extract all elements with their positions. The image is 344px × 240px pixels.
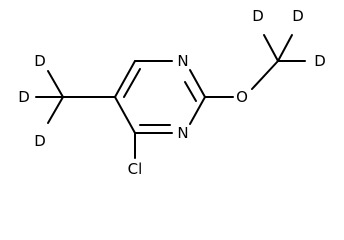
bond-n1-c2 xyxy=(189,69,206,98)
ring-bonds xyxy=(114,60,206,134)
atom-d-methyl-left: D xyxy=(18,88,30,106)
bond-c4-c5 xyxy=(114,96,136,134)
atom-d-methoxy-right: D xyxy=(314,52,326,70)
atom-d-methyl-bottom: D xyxy=(34,132,46,150)
atom-labels: N N O Cl D D D D D D xyxy=(18,7,326,178)
atom-n1: N xyxy=(177,52,188,70)
bond-c5-c6 xyxy=(114,60,136,98)
atom-cl: Cl xyxy=(128,160,143,178)
bond-ch3-d-top-right xyxy=(277,34,293,62)
bond-n1-c2-inner xyxy=(184,81,197,102)
bond-o-ch3 xyxy=(251,60,279,90)
bond-ch3-d-top xyxy=(47,70,64,98)
substituent-bonds xyxy=(35,34,306,159)
bond-c2-n3 xyxy=(189,96,206,125)
bond-ch3-d-bottom xyxy=(47,96,64,124)
atom-d-methyl-top: D xyxy=(34,52,46,70)
atom-o: O xyxy=(236,88,248,106)
atom-n3: N xyxy=(177,124,188,142)
molecule-drawing: N N O Cl D D D D D D xyxy=(18,7,326,178)
structure-diagram: N N O Cl D D D D D D xyxy=(18,7,326,178)
atom-d-methoxy-top-left: D xyxy=(252,7,264,25)
bond-c5-c6-inner xyxy=(123,68,141,98)
atom-d-methoxy-top-right: D xyxy=(292,7,304,25)
bond-ch3-d-top-left xyxy=(263,34,279,62)
